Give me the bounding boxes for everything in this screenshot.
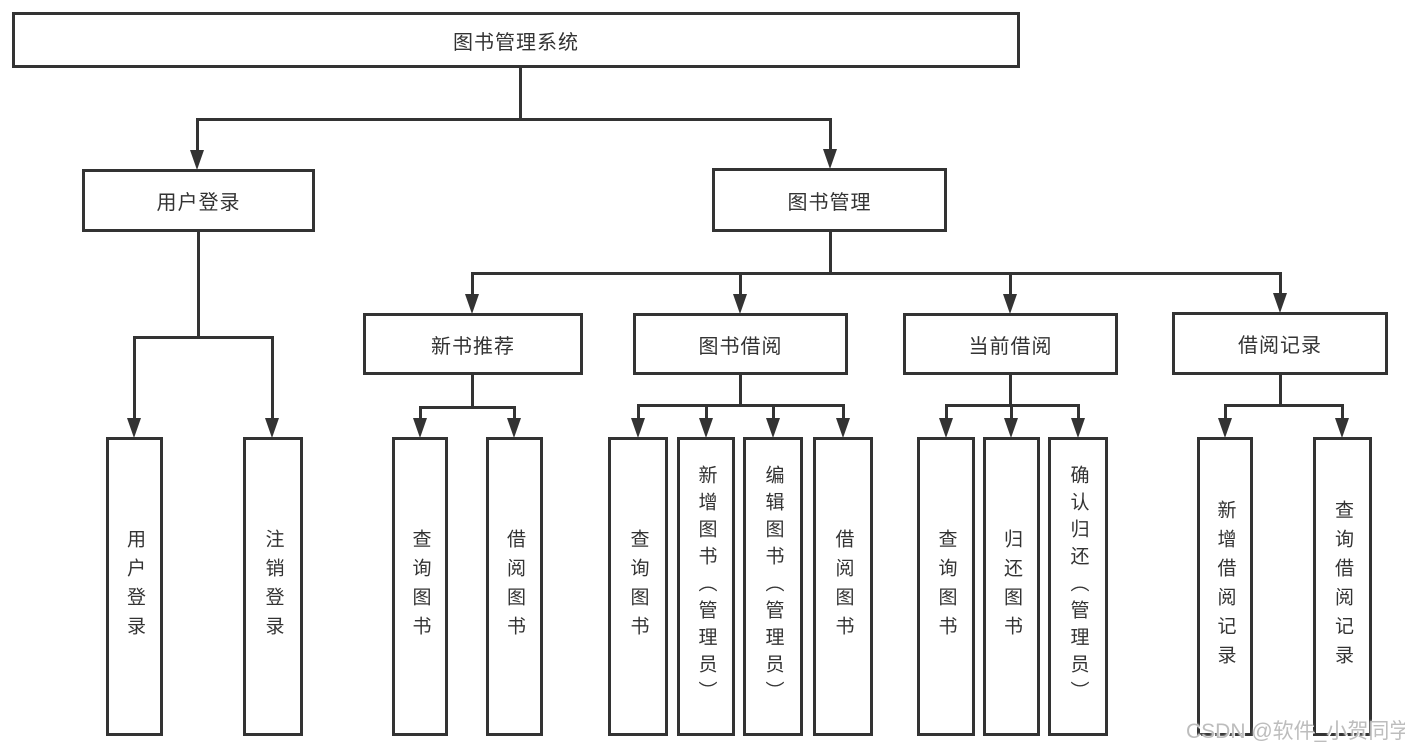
- leaf-borrow-book-recommend: 借阅图书: [486, 437, 543, 736]
- connector-line-horizontal: [945, 404, 1079, 407]
- connector-line-vertical: [195, 118, 199, 155]
- leaf-confirm-return-admin: 确认归还（管理员）: [1048, 437, 1108, 736]
- connector-line-horizontal: [196, 118, 831, 121]
- connector-line-vertical: [1008, 272, 1012, 300]
- connector-line-vertical: [944, 404, 948, 424]
- node-new-book-recommend: 新书推荐: [363, 313, 583, 375]
- connector-line-vertical: [1340, 404, 1344, 424]
- connector-line-vertical: [1076, 404, 1080, 424]
- connector-line-vertical: [132, 336, 136, 424]
- connector-line-vertical: [512, 406, 516, 424]
- leaf-user-login: 用户登录: [106, 437, 163, 736]
- connector-line-vertical: [1278, 373, 1282, 405]
- connector-line-vertical: [828, 118, 832, 155]
- connector-line-horizontal: [419, 406, 515, 409]
- connector-line-vertical: [636, 404, 640, 424]
- arrow-down-icon: [265, 418, 279, 438]
- arrow-down-icon: [1003, 294, 1017, 314]
- arrow-down-icon: [1335, 418, 1349, 438]
- connector-line-vertical: [196, 230, 200, 339]
- leaf-query-book-borrow: 查询图书: [608, 437, 668, 736]
- csdn-watermark: CSDN @软件_小贺同学: [1186, 720, 1405, 743]
- arrow-down-icon: [465, 294, 479, 314]
- leaf-query-book-recommend: 查询图书: [392, 437, 448, 736]
- arrow-down-icon: [699, 418, 713, 438]
- arrow-down-icon: [190, 150, 204, 170]
- leaf-query-book-current: 查询图书: [917, 437, 975, 736]
- connector-line-vertical: [518, 65, 522, 118]
- node-user-login: 用户登录: [82, 169, 315, 232]
- node-book-management: 图书管理: [712, 168, 947, 232]
- arrow-down-icon: [733, 294, 747, 314]
- connector-line-vertical: [771, 404, 775, 424]
- connector-line-vertical: [418, 406, 422, 424]
- connector-line-horizontal: [133, 336, 273, 339]
- node-current-borrow: 当前借阅: [903, 313, 1118, 375]
- arrow-down-icon: [939, 418, 953, 438]
- connector-line-vertical: [841, 404, 845, 424]
- arrow-down-icon: [413, 418, 427, 438]
- leaf-query-borrow-record: 查询借阅记录: [1313, 437, 1372, 736]
- leaf-borrow-book: 借阅图书: [813, 437, 873, 736]
- node-borrow-records: 借阅记录: [1172, 312, 1388, 375]
- arrow-down-icon: [127, 418, 141, 438]
- connector-line-vertical: [470, 272, 474, 300]
- leaf-return-book: 归还图书: [983, 437, 1040, 736]
- node-book-borrow: 图书借阅: [633, 313, 848, 375]
- arrow-down-icon: [823, 149, 837, 169]
- connector-line-vertical: [828, 230, 832, 275]
- connector-line-vertical: [738, 373, 742, 405]
- connector-line-vertical: [1223, 404, 1227, 424]
- node-root-system: 图书管理系统: [12, 12, 1020, 68]
- connector-line-horizontal: [637, 404, 844, 407]
- connector-line-vertical: [1278, 272, 1282, 300]
- arrow-down-icon: [836, 418, 850, 438]
- leaf-add-borrow-record: 新增借阅记录: [1197, 437, 1253, 736]
- connector-line-vertical: [470, 373, 474, 407]
- arrow-down-icon: [631, 418, 645, 438]
- arrow-down-icon: [507, 418, 521, 438]
- connector-line-vertical: [738, 272, 742, 300]
- arrow-down-icon: [766, 418, 780, 438]
- connector-line-horizontal: [471, 272, 1281, 275]
- connector-line-vertical: [1008, 373, 1012, 405]
- leaf-add-book-admin: 新增图书（管理员）: [677, 437, 735, 736]
- leaf-edit-book-admin: 编辑图书（管理员）: [743, 437, 803, 736]
- arrow-down-icon: [1071, 418, 1085, 438]
- connector-line-vertical: [704, 404, 708, 424]
- connector-line-vertical: [1009, 404, 1013, 424]
- arrow-down-icon: [1004, 418, 1018, 438]
- leaf-logout: 注销登录: [243, 437, 303, 736]
- connector-line-horizontal: [1224, 404, 1343, 407]
- arrow-down-icon: [1273, 293, 1287, 313]
- arrow-down-icon: [1218, 418, 1232, 438]
- connector-line-vertical: [270, 336, 274, 424]
